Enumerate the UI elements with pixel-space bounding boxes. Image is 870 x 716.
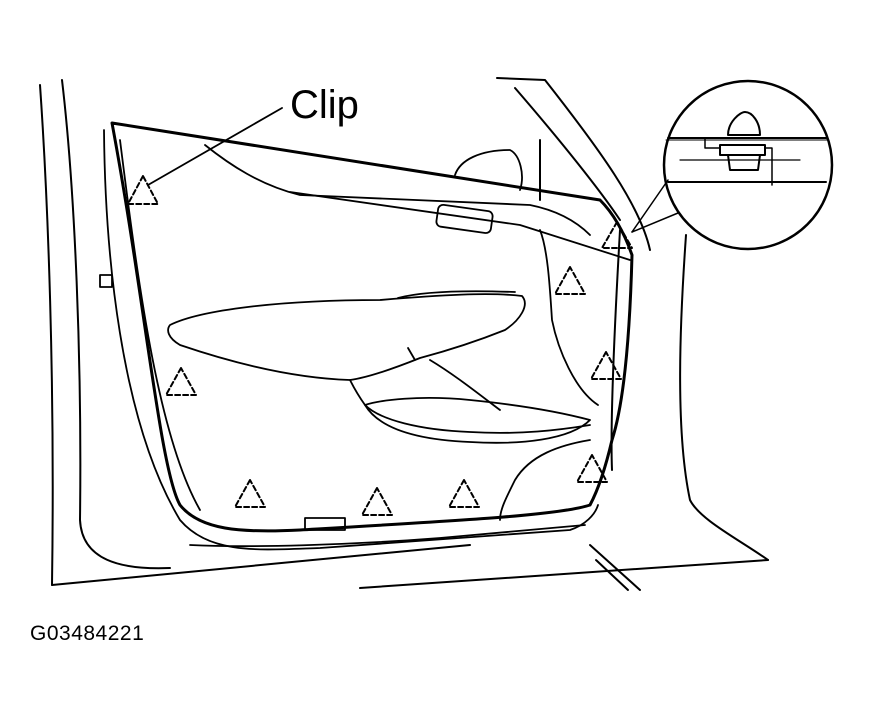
clip-marker-icon <box>576 454 608 483</box>
clip-marker-icon <box>554 266 586 295</box>
clip-marker-icon <box>590 351 622 380</box>
clip-marker-icon <box>234 479 266 508</box>
clip-marker-icon <box>601 221 633 249</box>
door-trim-panel <box>110 121 634 533</box>
callout-leader-line <box>147 107 283 186</box>
door-frame <box>39 77 769 591</box>
clip-detail-view <box>631 79 834 251</box>
clip-callout-label: Clip <box>290 83 359 127</box>
door-trim-details <box>99 129 631 551</box>
clip-marker-icon <box>127 175 159 205</box>
clip-marker-icon <box>361 487 393 516</box>
figure-id: G03484221 <box>30 622 145 645</box>
clip-markers <box>127 175 633 516</box>
clip-marker-icon <box>165 367 197 396</box>
clip-marker-icon <box>448 479 480 508</box>
